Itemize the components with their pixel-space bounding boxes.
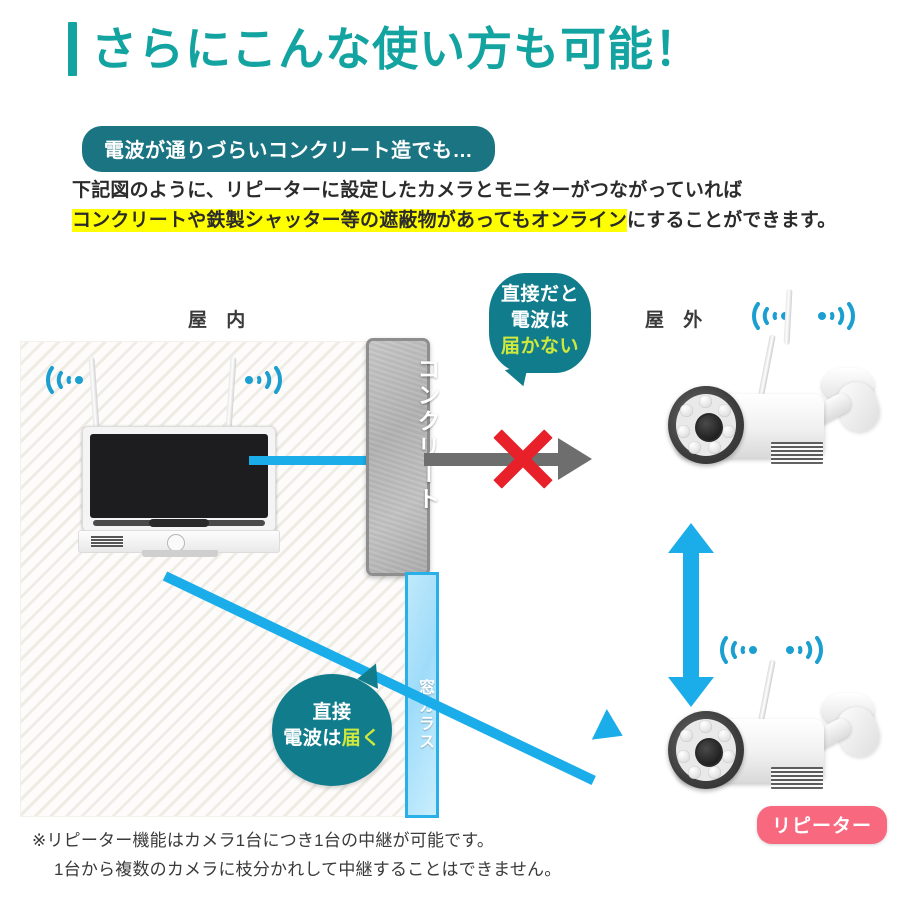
wifi-icon [813, 299, 859, 333]
ir-led [680, 404, 693, 417]
ir-led [688, 766, 701, 779]
body-line-2: コンクリートや鉄製シャッター等の遮蔽物があってもオンラインにすることができます。 [72, 206, 872, 236]
bubble-blocked-line2: 電波は [510, 310, 570, 331]
footer-note-2: 1台から複数のカメラに枝分かれして中継することはできません。 [54, 860, 562, 879]
camera-bottom-repeater [646, 658, 885, 820]
monitor-button-strip [93, 519, 265, 527]
ir-led [722, 750, 735, 763]
monitor-device [78, 426, 280, 557]
x-mark-icon [487, 423, 559, 495]
arrow-shaft [683, 549, 699, 681]
title-accent-bar [68, 22, 77, 76]
body-highlight: コンクリートや鉄製シャッター等の遮蔽物があってもオンライン [72, 209, 627, 232]
ir-led [718, 404, 731, 417]
page-title: さらにこんな使い方も可能！ [68, 22, 701, 76]
repeater-double-arrow [668, 523, 714, 707]
camera-lens [695, 413, 723, 442]
camera-ir-ring [676, 394, 736, 456]
bubble-blocked-line1: 直接だと [500, 284, 579, 305]
label-outdoor: 屋 外 [645, 310, 710, 331]
blocked-arrow-head [558, 438, 592, 480]
bubble-direct: 直接 電波は届く [272, 674, 392, 786]
bubble-direct-accent: 届く [341, 728, 381, 749]
camera-brand-label [771, 442, 823, 464]
ir-led [688, 441, 701, 454]
ir-led [680, 729, 693, 742]
camera-lens-housing [668, 711, 744, 789]
bubble-blocked-line3: 届かない [500, 336, 579, 357]
concrete-wall: コンクリート [366, 338, 440, 576]
arrow-up-head [668, 523, 714, 553]
monitor-frame [82, 426, 276, 532]
status-badge-repeater: リピーター [757, 806, 888, 844]
title-text: さらにこんな使い方も可能！ [91, 23, 702, 75]
body-line-1: 下記図のように、リピーターに設定したカメラとモニターがつながっていれば [72, 180, 743, 201]
monitor-logo [91, 536, 123, 547]
wifi-icon [716, 633, 762, 667]
camera-top [646, 333, 885, 495]
body-line-2-tail: にすることができます。 [626, 210, 837, 231]
arrow-down-head [668, 677, 714, 707]
label-indoor: 屋 内 [188, 310, 253, 331]
camera-antenna [758, 658, 776, 722]
ir-led [722, 425, 735, 438]
footer-note-1: ※リピーター機能はカメラ1台につき1台の中継が可能です。 [32, 831, 495, 850]
subtitle-pill: 電波が通りづらいコンクリート造でも… [82, 126, 495, 172]
signal-line-horizontal [249, 456, 367, 465]
indoor-area [20, 341, 412, 817]
ir-led [708, 441, 721, 454]
concrete-wall-label: コンクリート [414, 357, 440, 513]
monitor-foot [142, 550, 218, 557]
signal-arrow-head [591, 709, 631, 751]
ir-led [677, 750, 690, 763]
ir-led [699, 395, 712, 408]
ir-led [718, 729, 731, 742]
bubble-direct-line2: 電波は届く [272, 726, 392, 752]
bubble-blocked: 直接だと 電波は 届かない [489, 273, 591, 373]
monitor-screen [90, 434, 268, 518]
ir-led [699, 720, 712, 733]
body-copy: 下記図のように、リピーターに設定したカメラとモニターがつながっていれば コンクリ… [72, 176, 872, 236]
wifi-icon [240, 363, 286, 397]
bubble-direct-line1: 直接 [312, 702, 352, 723]
footer-notes: ※リピーター機能はカメラ1台につき1台の中継が可能です。 1台から複数のカメラに… [32, 826, 832, 884]
camera-antenna [758, 333, 776, 397]
camera-ir-ring [676, 719, 736, 781]
diagram: 屋 内 屋 外 [0, 273, 900, 835]
ir-led [708, 766, 721, 779]
wifi-icon [42, 363, 88, 397]
wifi-icon [781, 633, 827, 667]
camera-lens-housing [668, 386, 744, 464]
bubble-direct-line2-text: 電波は [283, 728, 342, 749]
camera-brand-label [771, 767, 823, 789]
ir-led [677, 425, 690, 438]
camera-lens [695, 738, 723, 767]
